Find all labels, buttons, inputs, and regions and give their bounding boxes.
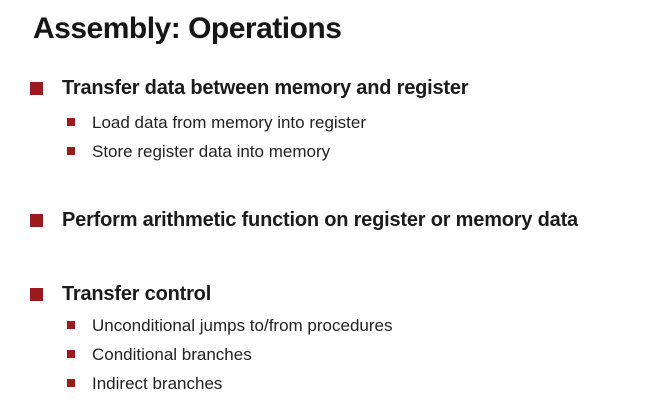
sub-bullet-square-icon (67, 147, 75, 155)
bullet-item-label: Transfer data between memory and registe… (62, 77, 469, 99)
sub-bullet-item-label: Indirect branches (92, 374, 223, 393)
sub-bullet-item-load-data: Load data from memory into register (67, 111, 366, 134)
bullet-square-icon (30, 82, 43, 95)
bullet-item-label: Perform arithmetic function on register … (62, 209, 578, 231)
bullet-item-label: Transfer control (62, 283, 212, 305)
bullet-item-transfer-data: Transfer data between memory and registe… (30, 76, 469, 101)
sub-bullet-item-label: Load data from memory into register (92, 113, 367, 132)
sub-bullet-item-unconditional-jumps: Unconditional jumps to/from procedures (67, 314, 392, 337)
bullet-square-icon (30, 288, 43, 301)
sub-bullet-item-indirect-branches: Indirect branches (67, 372, 222, 395)
sub-bullet-item-conditional-branches: Conditional branches (67, 343, 252, 366)
bullet-item-transfer-control: Transfer control (30, 282, 211, 307)
sub-bullet-square-icon (67, 379, 75, 387)
sub-bullet-item-label: Unconditional jumps to/from procedures (92, 316, 393, 335)
sub-bullet-square-icon (67, 350, 75, 358)
sub-bullet-item-label: Conditional branches (92, 345, 252, 364)
sub-bullet-square-icon (67, 118, 75, 126)
sub-bullet-square-icon (67, 321, 75, 329)
bullet-item-perform-arithmetic: Perform arithmetic function on register … (30, 208, 578, 233)
bullet-square-icon (30, 214, 43, 227)
sub-bullet-item-label: Store register data into memory (92, 142, 331, 161)
slide-title: Assembly: Operations (33, 12, 342, 45)
sub-bullet-item-store-data: Store register data into memory (67, 140, 330, 163)
